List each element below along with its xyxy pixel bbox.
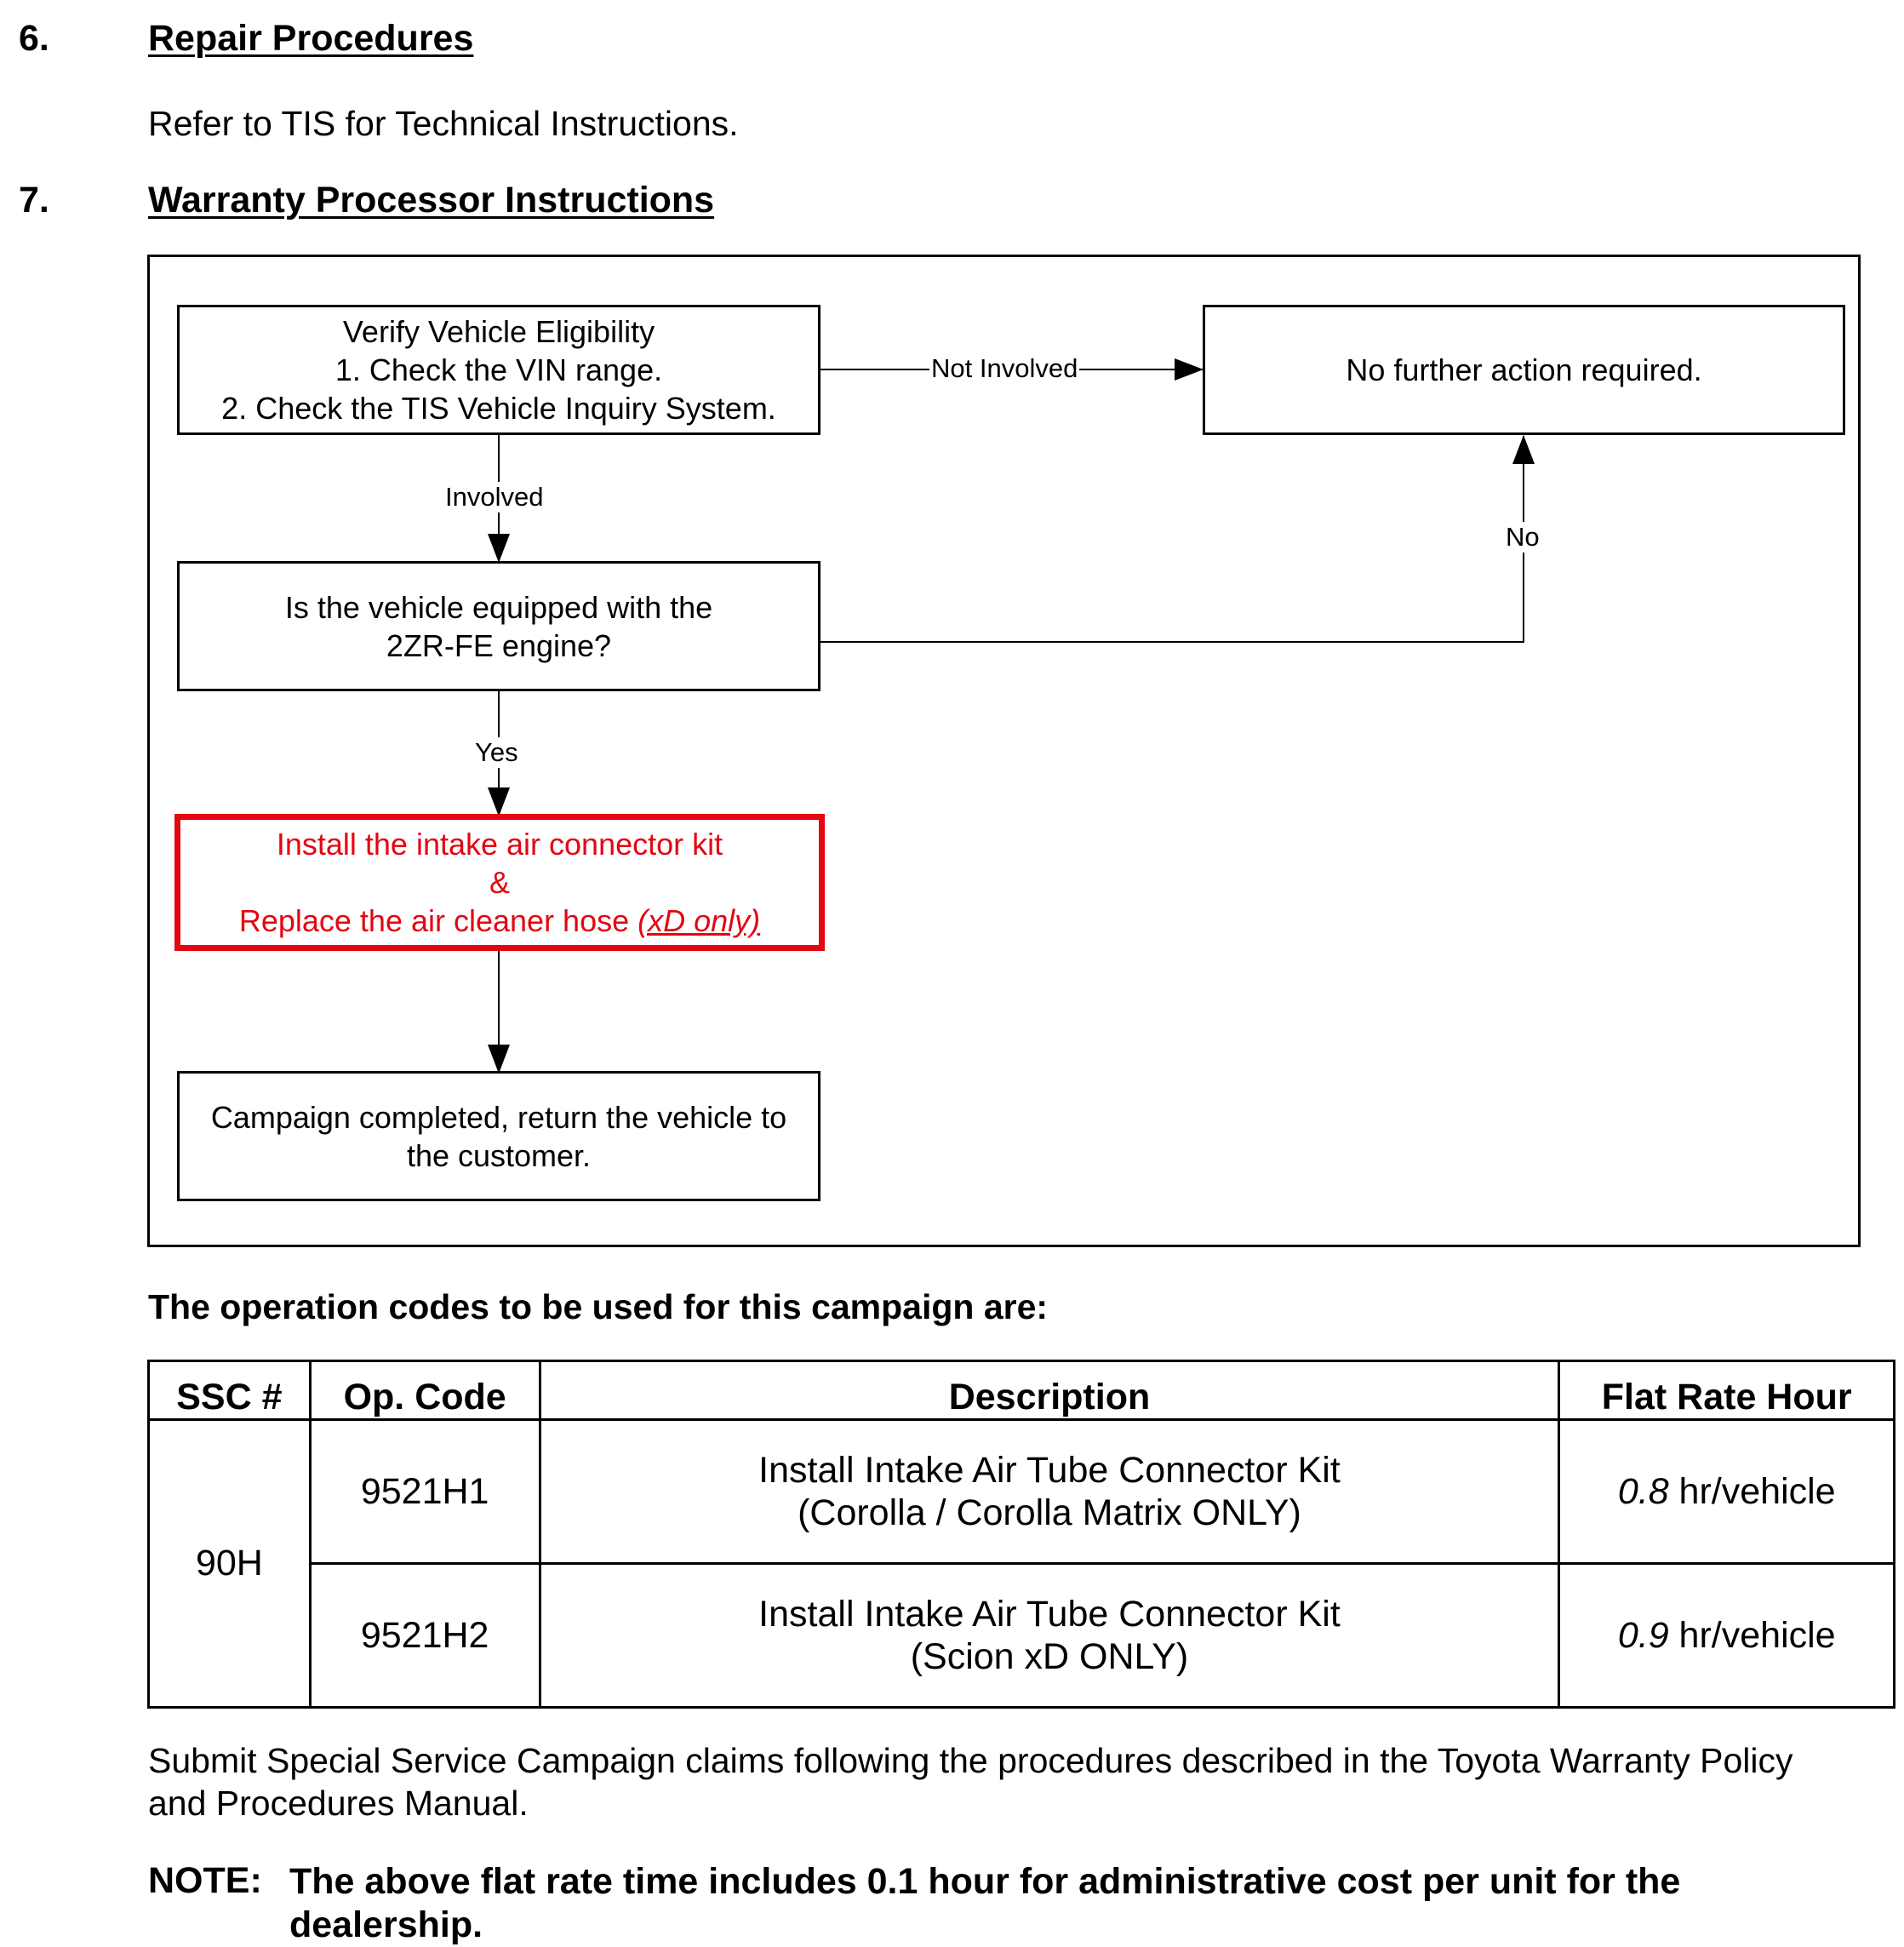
note-text: The above flat rate time includes 0.1 ho… <box>289 1861 1681 1945</box>
operation-codes-table: SSC # Op. Code Description Flat Rate Hou… <box>147 1360 1895 1709</box>
flowchart-frame <box>147 255 1861 1247</box>
column-header-op-code: Op. Code <box>308 1360 541 1421</box>
section-6-number: 6. <box>19 18 49 59</box>
description-cell: Install Intake Air Tube Connector Kit (C… <box>538 1418 1561 1565</box>
description-line-2: (Scion xD ONLY) <box>910 1636 1189 1677</box>
flat-rate-cell: 0.9 hr/vehicle <box>1558 1562 1895 1709</box>
description-cell: Install Intake Air Tube Connector Kit (S… <box>538 1562 1561 1709</box>
verify-box-step-1: 1. Check the VIN range. <box>334 352 663 387</box>
install-box-xd-only: (xD only) <box>638 903 761 938</box>
operation-codes-heading: The operation codes to be used for this … <box>148 1287 1049 1326</box>
table-header-row: SSC # Op. Code Description Flat Rate Hou… <box>147 1360 1895 1421</box>
no-action-box: No further action required. <box>1203 305 1845 435</box>
description-line-2: (Corolla / Corolla Matrix ONLY) <box>798 1492 1301 1533</box>
flat-rate-unit: hr/vehicle <box>1668 1614 1836 1656</box>
submit-claims-text: Submit Special Service Campaign claims f… <box>148 1741 1793 1823</box>
flat-rate-unit: hr/vehicle <box>1668 1470 1836 1512</box>
column-header-flat-rate: Flat Rate Hour <box>1558 1360 1895 1421</box>
label-involved: Involved <box>443 482 546 513</box>
section-7-number: 7. <box>19 180 49 220</box>
description-line-1: Install Intake Air Tube Connector Kit <box>758 1450 1341 1491</box>
install-box-line-3-text: Replace the air cleaner hose <box>238 903 638 938</box>
arrow-no <box>820 435 1535 643</box>
install-kit-box: Install the intake air connector kit & R… <box>174 814 825 951</box>
note-label: NOTE: <box>148 1860 262 1901</box>
description-line-1: Install Intake Air Tube Connector Kit <box>758 1594 1341 1635</box>
op-code-cell: 9521H1 <box>308 1418 541 1565</box>
column-header-description: Description <box>538 1360 1561 1421</box>
table-row: 9521H2 Install Intake Air Tube Connector… <box>149 1562 1895 1709</box>
verify-box-step-2: 2. Check the TIS Vehicle Inquiry System. <box>221 391 776 426</box>
section-6-title: Repair Procedures <box>148 18 474 59</box>
label-no: No <box>1504 522 1541 553</box>
engine-question-line-1: Is the vehicle equipped with the <box>284 589 713 625</box>
install-box-line-2: & <box>489 865 510 900</box>
flat-rate-value: 0.8 <box>1617 1470 1669 1512</box>
label-not-involved: Not Involved <box>929 353 1080 384</box>
table-row: 90H 9521H1 Install Intake Air Tube Conne… <box>147 1418 1895 1709</box>
install-box-line-3: Replace the air cleaner hose (xD only) <box>239 902 760 940</box>
flat-rate-value: 0.9 <box>1617 1614 1669 1656</box>
label-yes: Yes <box>473 737 520 768</box>
engine-question-line-2: 2ZR-FE engine? <box>386 627 612 663</box>
section-7-title: Warranty Processor Instructions <box>148 180 715 220</box>
install-box-line-1: Install the intake air connector kit <box>276 827 723 862</box>
no-action-text: No further action required. <box>1346 352 1702 387</box>
op-code-cell: 9521H2 <box>308 1562 541 1709</box>
campaign-completed-box: Campaign completed, return the vehicle t… <box>177 1071 820 1201</box>
flat-rate-cell: 0.8 hr/vehicle <box>1558 1418 1895 1565</box>
section-6-body: Refer to TIS for Technical Instructions. <box>148 104 739 143</box>
verify-box-title: Verify Vehicle Eligibility <box>342 314 655 349</box>
verify-eligibility-box: Verify Vehicle Eligibility 1. Check the … <box>177 305 820 435</box>
engine-question-box: Is the vehicle equipped with the 2ZR-FE … <box>177 561 820 691</box>
ssc-cell: 90H <box>147 1418 312 1709</box>
completed-line-1: Campaign completed, return the vehicle t… <box>210 1099 787 1135</box>
completed-line-2: the customer. <box>406 1137 592 1173</box>
column-header-ssc: SSC # <box>147 1360 312 1421</box>
